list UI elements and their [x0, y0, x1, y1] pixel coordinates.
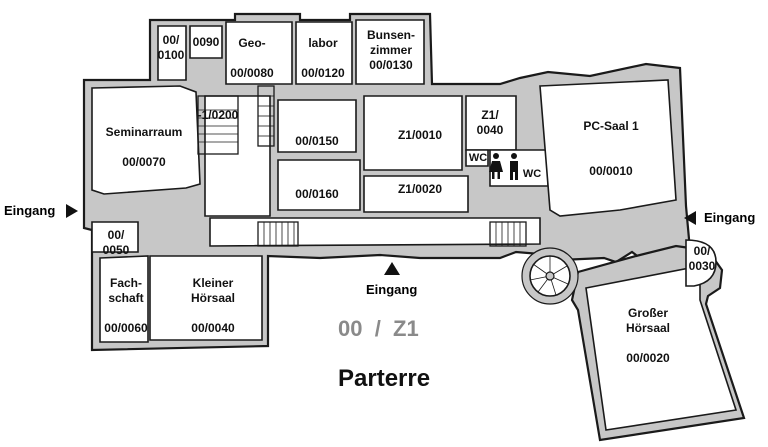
room-label-0120: labor 00/0120 — [301, 36, 345, 80]
entrance-left-label: Eingang — [4, 203, 56, 218]
room-label-0080: Geo- 00/0080 — [230, 36, 274, 80]
room-label-0160: 00/0160 — [295, 187, 339, 201]
entrance-bottom-label: Eingang — [366, 282, 418, 297]
room-label-0090: 0090 — [192, 35, 220, 49]
stairs — [197, 85, 579, 305]
wc-label-right: WC — [522, 168, 542, 180]
room-label-pc-saal: PC-Saal 1 00/0010 — [583, 119, 639, 178]
floor-code: 00 / Z1 — [338, 316, 419, 341]
room-label-z1-0040: Z1/ 0040 — [476, 108, 504, 137]
room-shapes — [91, 19, 738, 431]
entrance-bottom-arrow-icon — [384, 262, 400, 275]
room-label-0030: 00/ 0030 — [688, 244, 716, 273]
room-label-0130: Bunsen- zimmer 00/0130 — [367, 28, 415, 72]
room-label-seminarraum: Seminarraum 00/0070 — [105, 125, 183, 169]
floor-name: Parterre — [338, 365, 431, 392]
room-label-0150: 00/0150 — [295, 134, 339, 148]
entrance-right-label: Eingang — [704, 210, 756, 225]
room-label-z1-0020: Z1/0020 — [397, 182, 443, 196]
wc-label-left: WC — [468, 152, 488, 164]
entrance-right-arrow-icon — [684, 211, 696, 225]
room-label-0200: -1/0200 — [197, 108, 239, 122]
toilet-icons — [489, 153, 518, 180]
room-label-z1-0010: Z1/0010 — [397, 128, 443, 142]
room-label-0100: 00/ 0100 — [157, 33, 185, 62]
room-label-grosser-hoersaal: Großer Hörsaal 00/0020 — [625, 306, 671, 365]
room-label-fachschaft: Fach- schaft 00/0060 — [104, 276, 148, 335]
entrance-left-arrow-icon — [66, 204, 78, 218]
room-label-kleiner-hoersaal: Kleiner Hörsaal 00/0040 — [190, 276, 236, 335]
room-label-0050: 00/ 0050 — [102, 228, 130, 257]
